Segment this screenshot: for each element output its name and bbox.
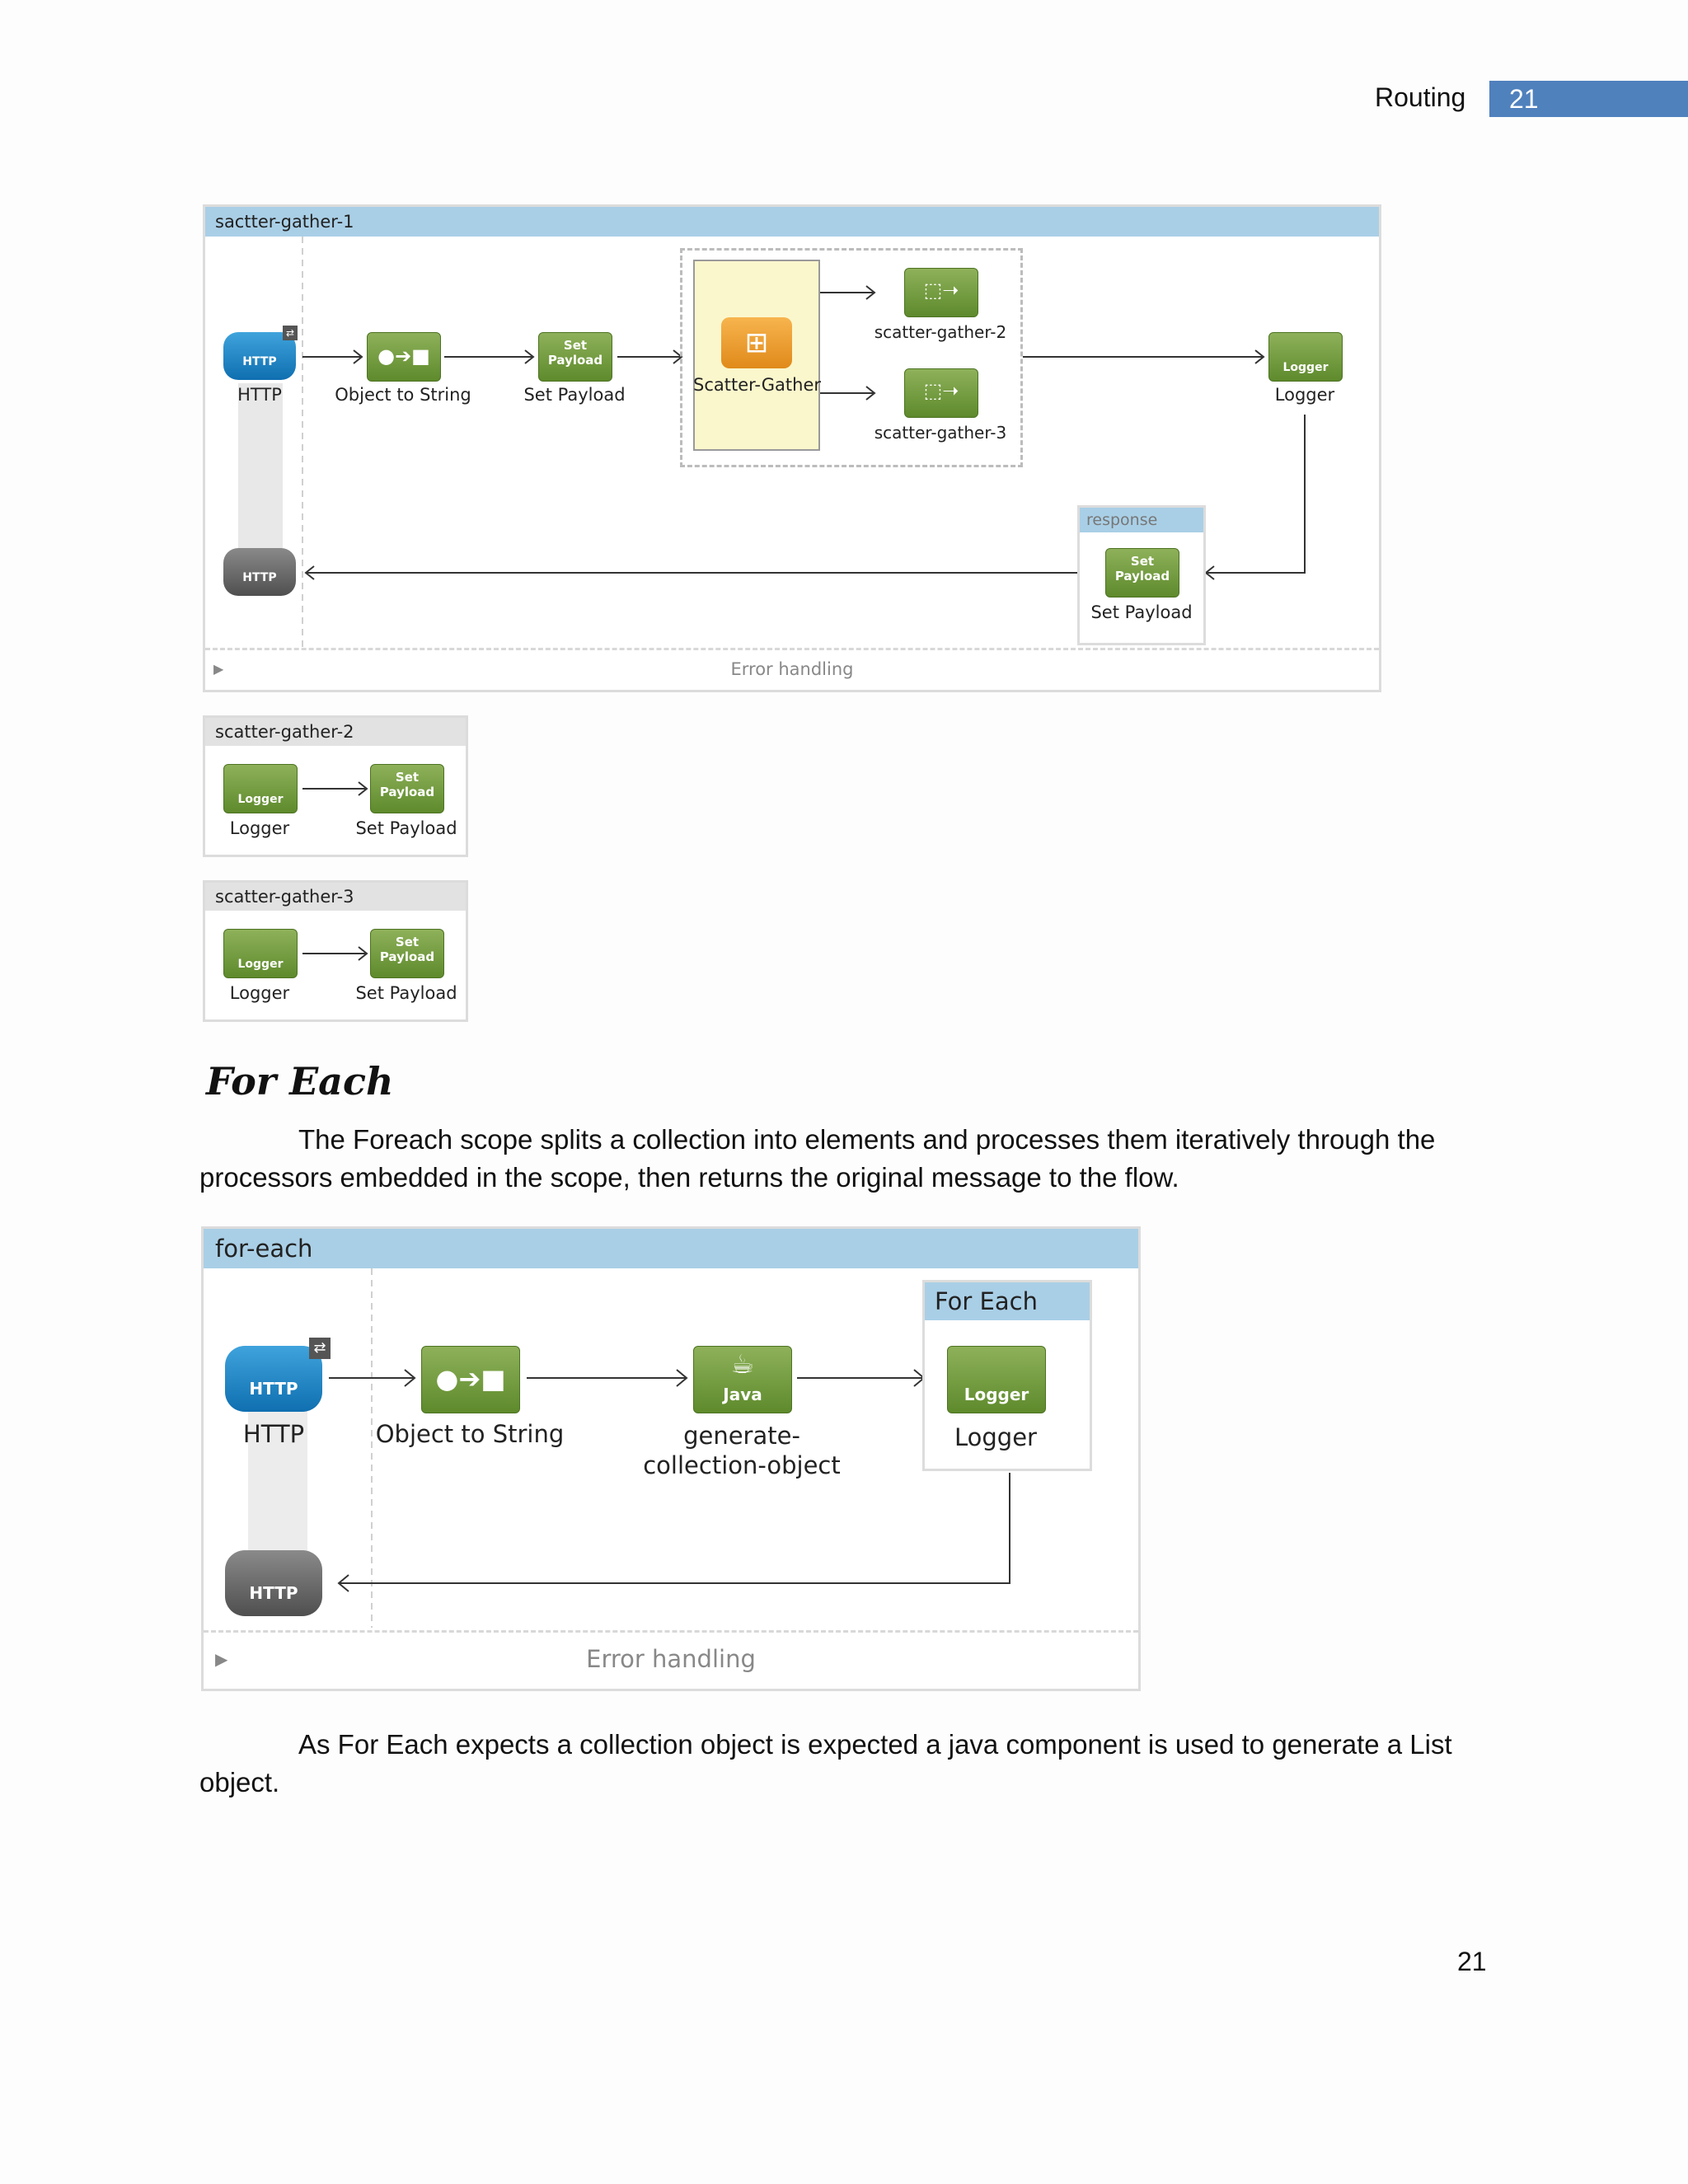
scatter-gather-2-label: scatter-gather-2 bbox=[874, 322, 1007, 342]
exchange-icon: ⇄ bbox=[283, 326, 298, 340]
set-payload-label: Set Payload bbox=[355, 818, 457, 838]
exchange-icon: ⇄ bbox=[309, 1338, 331, 1359]
logger-icon[interactable]: Logger bbox=[223, 929, 298, 978]
generate-collection-object-label-2: collection-object bbox=[643, 1451, 841, 1479]
paragraph-line: The Foreach scope splits a collection in… bbox=[298, 1124, 1436, 1155]
flow-connectors bbox=[302, 781, 368, 796]
set-payload-icon[interactable]: Set Payload bbox=[370, 929, 444, 978]
logger-label: Logger bbox=[954, 1423, 1037, 1451]
error-handling-label: Error handling bbox=[730, 659, 854, 679]
scatter-gather-scope bbox=[680, 248, 1023, 467]
paragraph-line: processors embedded in the scope, then r… bbox=[199, 1162, 1179, 1193]
object-to-string-icon[interactable]: ●➔■ bbox=[421, 1346, 520, 1413]
java-cup-icon: ☕ bbox=[730, 1348, 755, 1380]
error-handling-bar[interactable]: ▶ Error handling bbox=[205, 648, 1379, 690]
flow-title: scatter-gather-2 bbox=[205, 718, 466, 746]
http-listener-icon[interactable]: HTTP bbox=[225, 1346, 322, 1412]
logger-label: Logger bbox=[1274, 385, 1335, 405]
scatter-gather-3-label: scatter-gather-3 bbox=[874, 423, 1007, 443]
running-header-page-number: 21 bbox=[1489, 81, 1688, 117]
flow-diagram-scatter-gather-2: scatter-gather-2 Logger Logger Set Paylo… bbox=[203, 715, 468, 857]
flow-ref-sg3-icon[interactable]: ⬚➝ bbox=[904, 368, 978, 418]
error-handling-bar[interactable]: ▶ Error handling bbox=[204, 1630, 1138, 1689]
flow-title: for-each bbox=[204, 1229, 1138, 1268]
response-set-payload-icon[interactable]: Set Payload bbox=[1105, 548, 1179, 598]
scatter-gather-icon: ⊞ bbox=[721, 317, 792, 368]
flow-diagram-for-each: for-each HTTP ⇄ HTTP HTTP ●➔■ Object to … bbox=[201, 1226, 1141, 1691]
logger-icon[interactable]: Logger bbox=[947, 1346, 1046, 1413]
set-payload-icon[interactable]: Set Payload bbox=[538, 332, 612, 382]
paragraph-line: object. bbox=[199, 1767, 280, 1797]
expand-triangle-icon[interactable]: ▶ bbox=[215, 1649, 228, 1669]
logger-label: Logger bbox=[229, 818, 290, 838]
java-component-icon[interactable]: ☕ Java bbox=[693, 1346, 792, 1413]
for-each-scope-title: For Each bbox=[925, 1282, 1090, 1320]
flow-diagram-scatter-gather-3: scatter-gather-3 Logger Logger Set Paylo… bbox=[203, 880, 468, 1022]
error-handling-label: Error handling bbox=[586, 1645, 756, 1673]
logger-icon[interactable]: Logger bbox=[223, 764, 298, 813]
object-to-string-label: Object to String bbox=[375, 1420, 565, 1448]
logger-icon[interactable]: Logger bbox=[1268, 332, 1343, 382]
paragraph-line: As For Each expects a collection object … bbox=[298, 1729, 1452, 1760]
object-to-string-icon[interactable]: ●➔■ bbox=[367, 332, 441, 382]
flow-title: scatter-gather-3 bbox=[205, 883, 466, 911]
set-payload-icon[interactable]: Set Payload bbox=[370, 764, 444, 813]
http-response-icon: HTTP bbox=[225, 1550, 322, 1616]
scatter-gather-label: Scatter-Gather bbox=[693, 375, 822, 395]
transform-glyph-icon: ●➔■ bbox=[377, 344, 430, 368]
transform-glyph-icon: ●➔■ bbox=[435, 1363, 506, 1394]
http-response-icon: HTTP bbox=[223, 548, 296, 596]
flow-connectors bbox=[248, 1268, 1010, 1628]
http-listener-icon[interactable]: HTTP bbox=[223, 332, 296, 380]
section-heading: For Each bbox=[206, 1059, 394, 1104]
flow-connectors bbox=[302, 946, 368, 961]
set-payload-label: Set Payload bbox=[355, 983, 457, 1003]
logger-label: Logger bbox=[229, 983, 290, 1003]
page-number-footer: 21 bbox=[1457, 1947, 1487, 1976]
expand-triangle-icon[interactable]: ▶ bbox=[213, 661, 224, 677]
http-label: HTTP bbox=[237, 385, 282, 405]
flow-diagram-sactter-gather-1: sactter-gather-1 HTTP ⇄ HTTP HTTP ●➔■ Ob… bbox=[203, 204, 1381, 692]
response-title: response bbox=[1080, 508, 1203, 532]
flow-title: sactter-gather-1 bbox=[205, 207, 1379, 237]
running-header-section: Routing bbox=[1375, 82, 1466, 112]
response-set-payload-label: Set Payload bbox=[1090, 602, 1193, 622]
generate-collection-object-label-1: generate- bbox=[683, 1422, 800, 1450]
object-to-string-label: Object to String bbox=[335, 385, 471, 405]
http-label: HTTP bbox=[242, 1420, 305, 1448]
set-payload-label: Set Payload bbox=[523, 385, 626, 405]
flow-ref-sg2-icon[interactable]: ⬚➝ bbox=[904, 268, 978, 317]
